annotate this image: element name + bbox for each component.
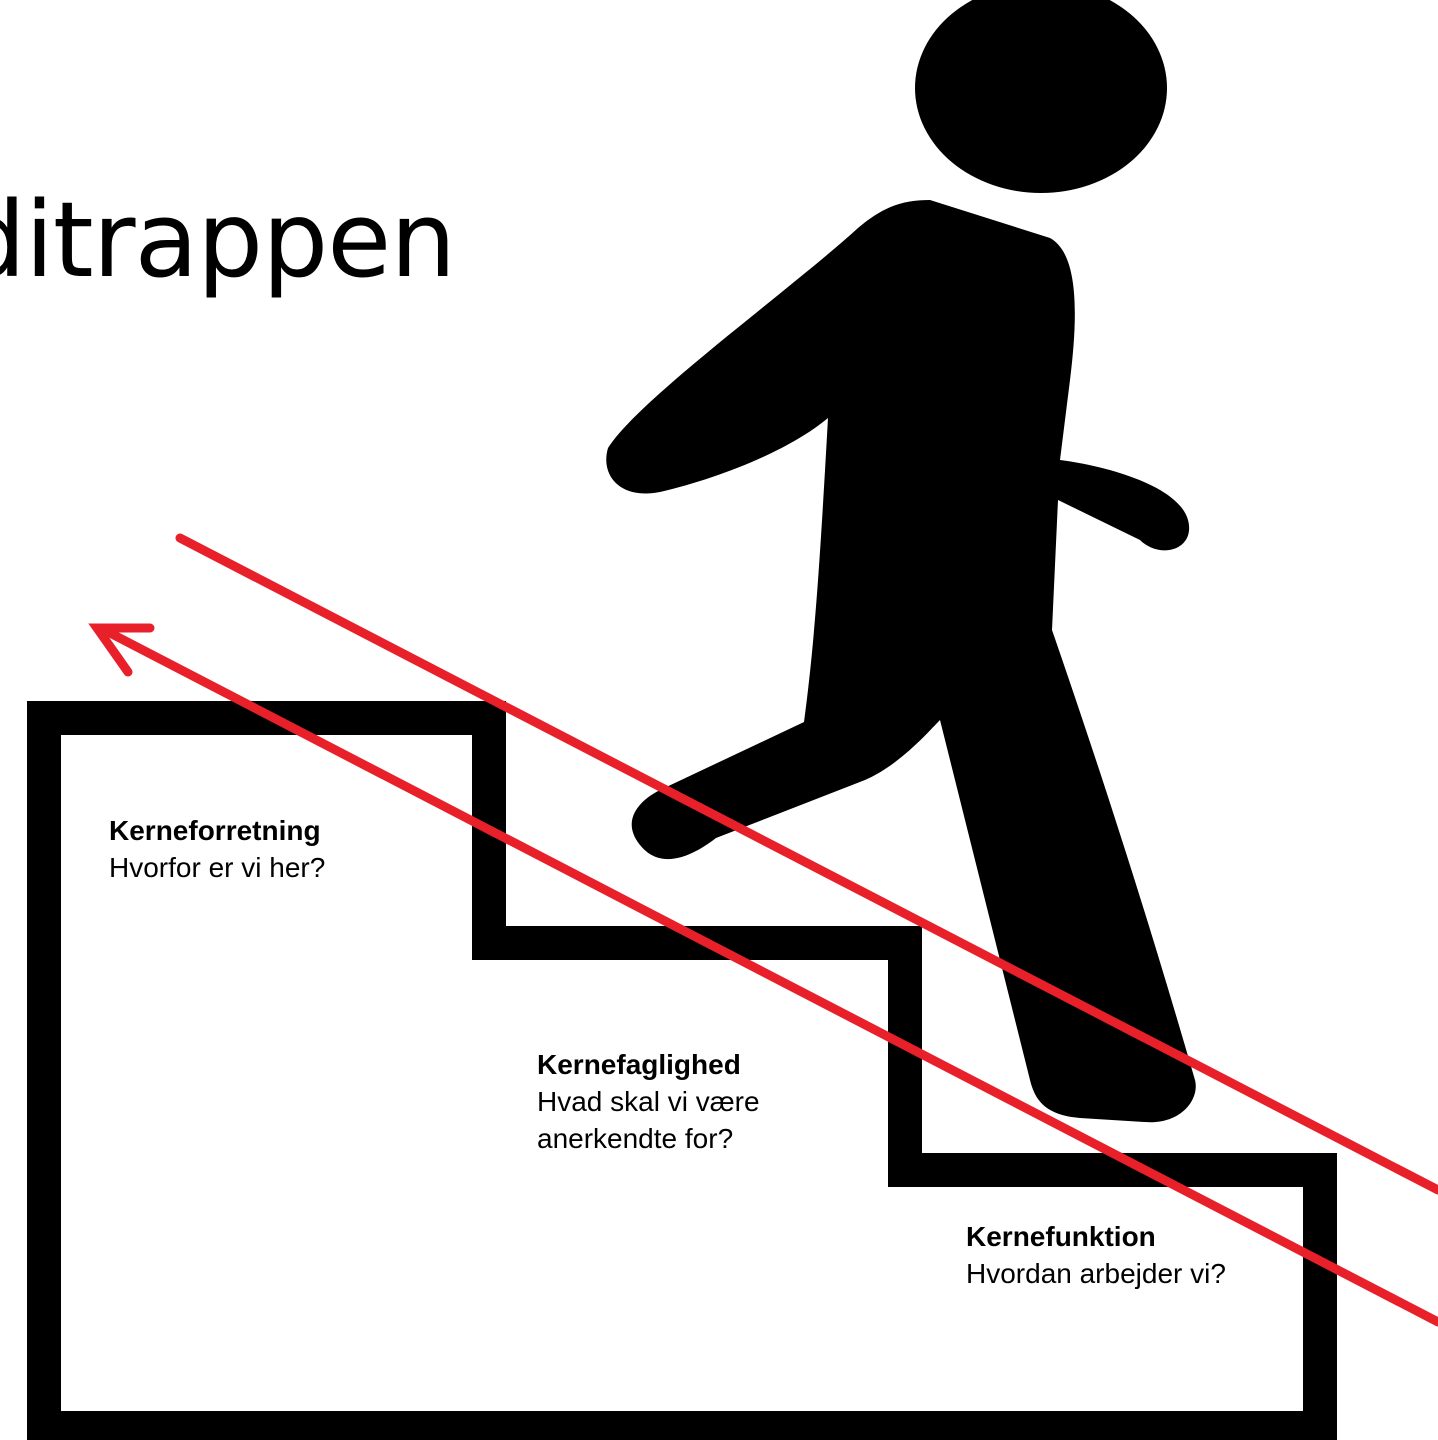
person-body bbox=[606, 200, 1196, 1123]
walking-person-icon bbox=[606, 0, 1196, 1123]
upper-diagonal-line bbox=[175, 533, 1438, 1195]
step-question: Hvorfor er vi her? bbox=[109, 852, 326, 883]
step-question: Hvordan arbejder vi? bbox=[966, 1258, 1226, 1289]
step-heading: Kerneforretning bbox=[109, 815, 321, 846]
red-diagonal-lines bbox=[88, 533, 1438, 1327]
page-title: ditrappen bbox=[0, 179, 456, 301]
step-label-kernefaglighed: Kernefaglighed Hvad skal vi være anerken… bbox=[537, 1046, 857, 1157]
staircase-outline bbox=[27, 701, 1337, 1440]
up-left-arrow-icon bbox=[88, 623, 155, 677]
step-heading: Kernefaglighed bbox=[537, 1049, 741, 1080]
step-label-kernefunktion: Kernefunktion Hvordan arbejder vi? bbox=[966, 1218, 1306, 1292]
step-question: Hvad skal vi være anerkendte for? bbox=[537, 1086, 760, 1154]
person-head bbox=[915, 0, 1167, 193]
step-label-kerneforretning: Kerneforretning Hvorfor er vi her? bbox=[109, 812, 429, 886]
lower-diagonal-line bbox=[105, 628, 1438, 1327]
step-heading: Kernefunktion bbox=[966, 1221, 1156, 1252]
